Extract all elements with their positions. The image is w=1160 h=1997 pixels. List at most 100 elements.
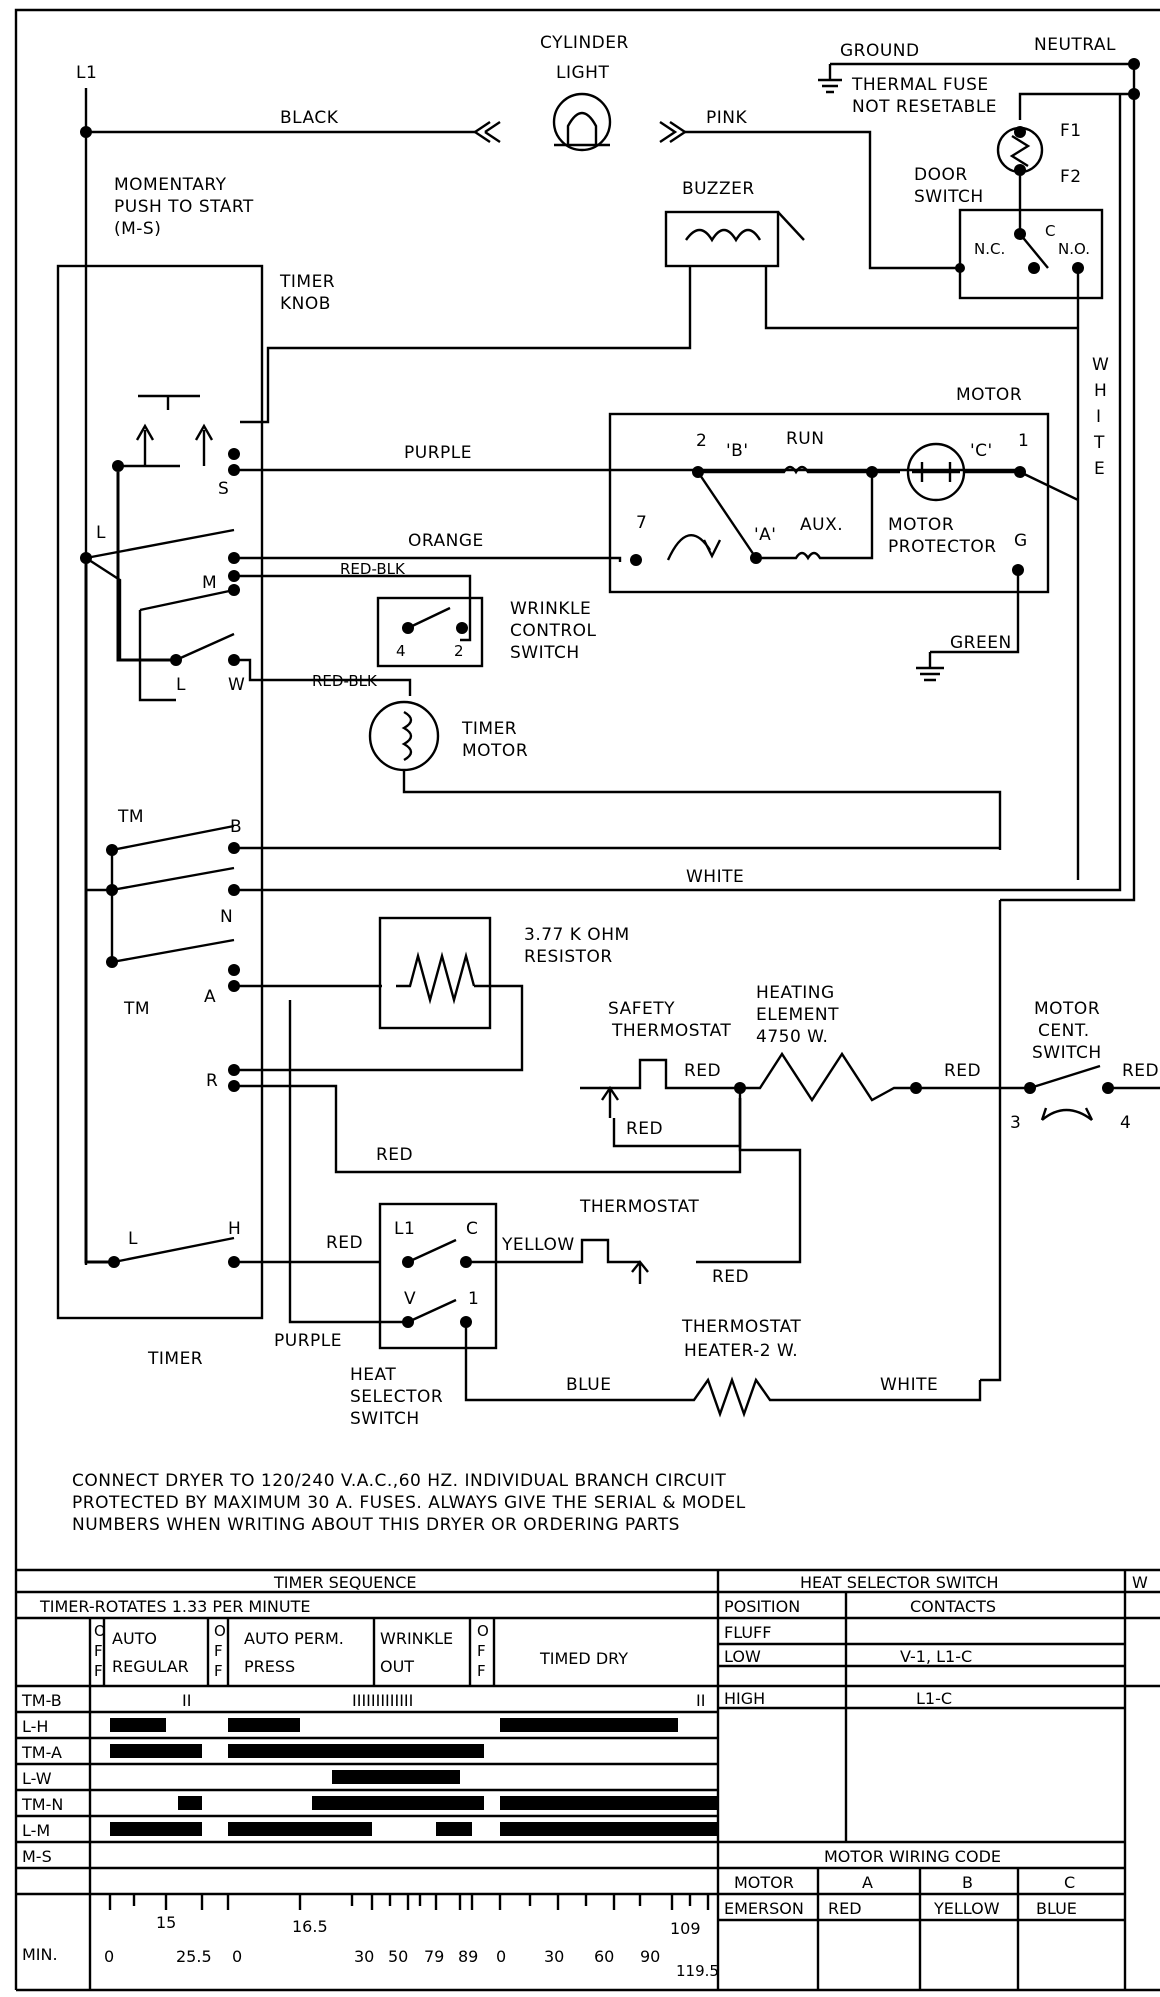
blue-label: BLUE: [566, 1375, 611, 1395]
min-tick-label: 50: [388, 1947, 408, 1966]
off-letter: F: [214, 1662, 223, 1680]
timer-bar: [332, 1770, 460, 1784]
orange-wire: [234, 556, 622, 562]
timer-bar: [312, 1796, 484, 1810]
push-arrow-icon: [135, 423, 155, 466]
row-label: L-W: [22, 1769, 52, 1788]
timer-bar: [436, 1822, 472, 1836]
g-label: G: [1014, 531, 1028, 551]
timer-sequence-subtitle: TIMER-ROTATES 1.33 PER MINUTE: [39, 1597, 310, 1616]
white-label: WHITE: [686, 867, 744, 887]
min-tick-label: 30: [544, 1947, 564, 1966]
yellow-label: YELLOW: [501, 1235, 575, 1255]
white-label-2: WHITE: [880, 1375, 938, 1395]
wrinkle-blade: [407, 606, 451, 630]
resistor-wire: [234, 984, 524, 1072]
l2-label: L: [176, 675, 186, 695]
off-letter: F: [477, 1662, 486, 1680]
buzzer-clapper: [777, 211, 805, 241]
tmb-mark: IIIIIIIIIIIII: [352, 1691, 413, 1710]
note-line: PROTECTED BY MAXIMUM 30 A. FUSES. ALWAYS…: [72, 1493, 746, 1513]
w-label: W: [228, 675, 245, 695]
motor-1-wire: [964, 340, 1080, 880]
thermostat-heater-label-2: HEATER-2 W.: [684, 1341, 798, 1361]
momentary-label-3: (M-S): [114, 219, 161, 239]
timer-bars: [110, 1718, 718, 1836]
connector-right-icon: [659, 121, 688, 143]
row-label: MIN.: [22, 1945, 58, 1964]
fuse-wire: [1018, 92, 1134, 120]
motor-cent-label: MOTOR: [1034, 999, 1100, 1019]
ground-icon: [818, 64, 842, 94]
safety-thermostat-arrow-icon: [601, 1085, 619, 1118]
run-label: RUN: [786, 429, 824, 449]
hs-header: CONTACTS: [910, 1597, 996, 1616]
timer-box: [56, 264, 264, 1320]
auto-perm-label-2: PRESS: [244, 1657, 295, 1676]
door-switch-label: DOOR: [914, 165, 968, 185]
rotation-arrow-icon: [666, 534, 722, 561]
red-blk-label: RED-BLK: [340, 560, 406, 578]
tm-blades: [111, 824, 235, 964]
no-label: N.O.: [1058, 240, 1090, 258]
motor-wiring-table: MOTOR WIRING CODE MOTOR A B C EMERSON RE…: [718, 1840, 1125, 1990]
heating-element-label: HEATING: [756, 983, 835, 1003]
r-label: R: [206, 1071, 218, 1091]
sheet-border: [14, 8, 1160, 1990]
red-label-1: RED: [376, 1145, 413, 1165]
white-v-letter: H: [1094, 381, 1107, 401]
off-letter: F: [477, 1642, 486, 1660]
door-nc-contact: [1028, 262, 1040, 274]
off-letter: O: [214, 1622, 226, 1640]
a-node: [228, 964, 240, 976]
push-button-icon: [138, 394, 200, 410]
timer-knob-label: TIMER: [279, 272, 335, 292]
momentary-label: MOMENTARY: [114, 175, 227, 195]
heat-selector-label-2: SELECTOR: [350, 1387, 443, 1407]
purple-label: PURPLE: [404, 443, 472, 463]
wrinkle-out-label-2: OUT: [380, 1657, 414, 1676]
motor-cent-label-2: CENT.: [1038, 1021, 1090, 1041]
motor-label: MOTOR: [956, 385, 1022, 405]
b-label: B: [230, 817, 242, 837]
hs-l1-label: L1: [394, 1219, 415, 1239]
thermostat-arrow-icon: [631, 1260, 649, 1284]
mw-header: C: [1064, 1873, 1075, 1892]
auto-regular-label: AUTO: [112, 1629, 157, 1648]
buzzer-wire-right: [764, 266, 1078, 330]
resistor-zigzag-icon: [396, 951, 476, 1005]
l3-label: L: [128, 1229, 138, 1249]
min-tick-label: 30: [354, 1947, 374, 1966]
pink-wire: [685, 130, 960, 270]
off-letter: F: [94, 1662, 103, 1680]
door-pink-node: [955, 263, 965, 273]
buzzer-box: [664, 210, 780, 268]
cylinder-light-label-2: LIGHT: [556, 63, 609, 83]
min-tick-label: 89: [458, 1947, 478, 1966]
right-cut-label: W: [1132, 1573, 1148, 1592]
mw-cell: EMERSON: [724, 1899, 804, 1918]
resistor-box: [378, 916, 492, 1030]
door-switch-label-2: SWITCH: [914, 187, 984, 207]
auto-regular-label-2: REGULAR: [112, 1657, 189, 1676]
motor-cent-arrow-icon: [1040, 1107, 1094, 1121]
wrinkle-4-label: 4: [396, 642, 406, 660]
tm-label: TM: [117, 807, 144, 827]
min-tick-label: 90: [640, 1947, 660, 1966]
tmb-mark: II: [696, 1691, 705, 1710]
min-tick-label: 15: [156, 1913, 176, 1932]
red-blk-wire-2: [234, 658, 412, 696]
heat-selector-label: HEAT: [350, 1365, 396, 1385]
m-blade-link: [138, 610, 176, 702]
mw-header: B: [962, 1873, 973, 1892]
hs-1-label: 1: [468, 1289, 479, 1309]
hs-position: LOW: [724, 1647, 761, 1666]
heating-element-label-3: 4750 W.: [756, 1027, 828, 1047]
r-node: [228, 1064, 240, 1076]
min-tick-label: 109: [670, 1919, 701, 1938]
tmb-mark: II: [182, 1691, 191, 1710]
red-label-safety: RED: [684, 1061, 721, 1081]
timer-label: TIMER: [147, 1349, 203, 1369]
min-ticks: [108, 1894, 710, 1910]
off-letter: O: [94, 1622, 106, 1640]
